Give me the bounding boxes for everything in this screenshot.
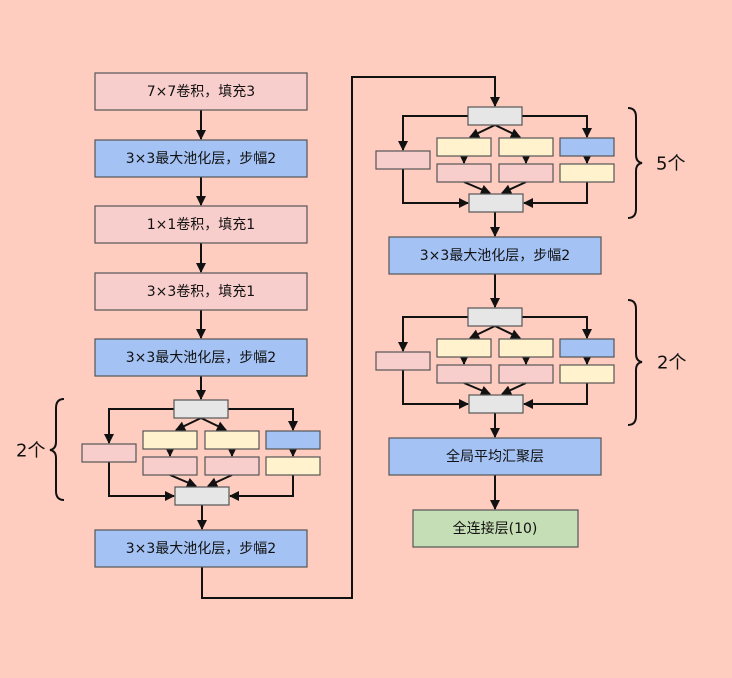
inception-left-arrow-to-branch3 [200, 417, 227, 431]
right-repeat-brace-a [627, 107, 643, 219]
conv3-box [94, 272, 308, 311]
inception-right-b-branch1-conv1x1 [375, 351, 431, 371]
inception-right-b-arrow-to-branch4 [522, 316, 592, 339]
pool3-label: 3×3最大池化层，步幅2 [126, 541, 276, 557]
conv7-label: 7×7卷积，填充3 [147, 84, 255, 100]
left-repeat-label: 2个 [16, 441, 45, 462]
inception-right-b-branch4-maxpool [559, 338, 615, 358]
inception-left-branch4-maxpool [265, 430, 321, 450]
inception-right-b-input-box [467, 307, 523, 327]
inception-right-a-arrow-branch3-to-concat [501, 181, 527, 194]
inception-right-b-arrow-to-branch2 [469, 325, 496, 339]
inception-right-a-arrow-to-branch2 [469, 124, 496, 138]
inception-right-b-branch2-conv1x1 [436, 338, 492, 358]
fc-label: 全连接层(10) [453, 520, 538, 537]
inception-right-a-concat-box [468, 193, 524, 213]
inception-left-arrow-to-branch4 [228, 408, 298, 431]
inception-right-a-arrow-branch4-to-concat [523, 182, 588, 208]
inception-left-branch1-conv1x1 [81, 443, 137, 463]
inception-right-b-concat-box [468, 394, 524, 414]
right-repeat-label-a: 5个 [656, 154, 685, 175]
inception-right-b-branch2-conv3x3 [436, 364, 492, 384]
connectors [196, 76, 500, 599]
fc-box [412, 509, 579, 548]
pool2-box [94, 338, 308, 377]
inception-left-arrow-to-branch1 [104, 408, 174, 444]
left-repeat-brace [49, 398, 65, 501]
inception-right-a-branch2-conv3x3 [436, 163, 492, 183]
inception-right-a-arrow-branch2-to-concat [463, 181, 491, 195]
inception-right-a-arrow-to-branch3 [494, 124, 521, 138]
inception-right-a-branch2-conv1x1 [436, 137, 492, 157]
inception-right-a-arrow-to-branch1 [398, 115, 468, 151]
inception-left-input-box [173, 399, 229, 419]
inception-left-branch2-conv1x1 [142, 430, 198, 450]
global-avg-pool-box [388, 437, 602, 476]
pool4-box [388, 236, 602, 275]
conv7-box [94, 72, 308, 111]
inception-right-a-branch4-maxpool [559, 137, 615, 157]
inception-left-arrow-branch2-to-concat [169, 474, 197, 488]
inception-right-b-branch3-conv5x5 [498, 364, 554, 384]
inception-left-arrow-to-branch2 [175, 417, 202, 431]
inception-left-branch2-conv3x3 [142, 456, 198, 476]
conv1-box [94, 205, 308, 244]
inception-left-arrow-branch4-to-concat [229, 475, 294, 501]
right-repeat-label-b: 2个 [657, 353, 686, 374]
inception-left-branch3-conv5x5 [204, 456, 260, 476]
pool1-box [94, 139, 308, 178]
inception-right-b-arrow-branch3-to-concat [501, 382, 527, 395]
inception-right-a-branch1-conv1x1 [375, 150, 431, 170]
arrow-pool3-to-right-column [201, 76, 500, 599]
inception-left-arrow-branch3-to-concat [207, 474, 233, 487]
pool2-label: 3×3最大池化层，步幅2 [126, 350, 276, 366]
inception-left-branch3-conv1x1 [204, 430, 260, 450]
inception-right-a-arrow-to-branch4 [522, 115, 592, 138]
inception-left-arrow-branch1-to-concat [108, 462, 175, 501]
inception-left-concat-box [174, 486, 230, 506]
pool3-box [94, 529, 308, 568]
inception-right-b-arrow-branch4-to-concat [523, 383, 588, 409]
inception-left-branch4-conv1x1 [265, 456, 321, 476]
conv3-label: 3×3卷积，填充1 [147, 284, 255, 300]
conv1-label: 1×1卷积，填充1 [147, 217, 255, 233]
right-repeat-brace-b [627, 299, 643, 426]
inception-right-b-arrow-branch1-to-concat [402, 370, 469, 409]
pool1-label: 3×3最大池化层，步幅2 [126, 151, 276, 167]
inception-right-a-arrow-branch1-to-concat [402, 169, 469, 208]
inception-right-a-branch3-conv5x5 [498, 163, 554, 183]
inception-right-b-arrow-to-branch3 [494, 325, 521, 339]
inception-right-b-branch4-conv1x1 [559, 364, 615, 384]
global-avg-pool-label: 全局平均汇聚层 [446, 448, 544, 465]
pool4-label: 3×3最大池化层，步幅2 [420, 248, 570, 264]
inception-right-a-branch3-conv1x1 [498, 137, 554, 157]
inception-right-b-arrow-branch2-to-concat [463, 382, 491, 396]
inception-right-b-arrow-to-branch1 [398, 316, 468, 352]
inception-right-b-branch3-conv1x1 [498, 338, 554, 358]
inception-right-a-input-box [467, 106, 523, 126]
inception-right-a-branch4-conv1x1 [559, 163, 615, 183]
